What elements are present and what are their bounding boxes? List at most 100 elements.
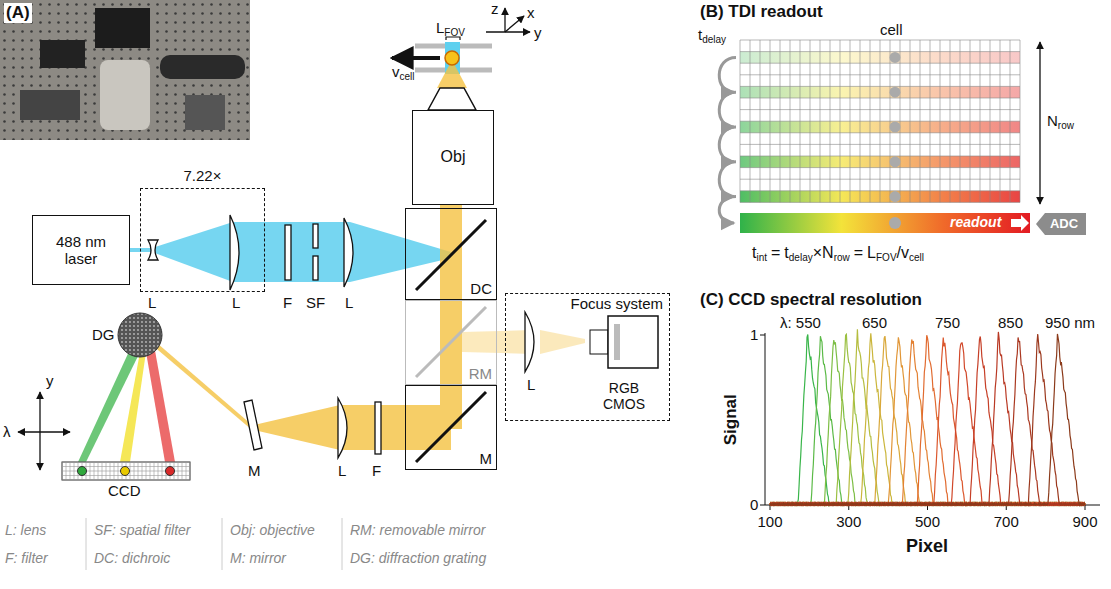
legend-separator	[86, 518, 342, 570]
illustration-stroke	[233, 222, 350, 282]
camera-sensor	[614, 324, 620, 360]
removable-mirror-box: RM	[405, 300, 497, 385]
illustration-stroke	[62, 462, 190, 480]
illustration-stroke	[719, 162, 736, 197]
illustration-stroke	[740, 179, 1020, 180]
part-label: λ: 550	[780, 314, 821, 331]
abbreviation-key: Obj: objective	[230, 522, 315, 538]
symbol-text: t	[698, 26, 702, 43]
camera-body	[586, 310, 662, 372]
cell-dot	[889, 217, 901, 229]
panel-title: (C) CCD spectral resolution	[700, 290, 922, 310]
node-text: Obj	[441, 148, 466, 166]
illustration-stroke	[344, 218, 353, 287]
tick-label: 1	[750, 326, 758, 343]
illustration-stroke	[740, 86, 1020, 87]
illustration-stroke	[504, 8, 505, 32]
tick-label: 500	[915, 513, 940, 530]
readout-register	[740, 213, 1030, 233]
symbol-text: v	[901, 244, 909, 262]
illustration-stroke	[121, 467, 130, 476]
part-label: L	[232, 294, 240, 311]
tick-label: 700	[994, 513, 1019, 530]
illustration-stroke	[890, 191, 901, 202]
illustration-stroke	[160, 55, 245, 79]
node-text: ADC	[1050, 217, 1078, 232]
illustration-stroke	[740, 98, 1020, 99]
part-label: x	[527, 4, 535, 21]
part-label: M	[248, 462, 261, 479]
symbol-text: t	[784, 244, 788, 262]
illustration-stroke	[770, 335, 1085, 505]
abbreviation-key: DG: diffraction grating	[350, 550, 486, 566]
illustration-stroke	[486, 31, 530, 32]
panel-title: (B) TDI readout	[700, 2, 823, 22]
part-label: readout	[950, 214, 1001, 230]
symbol-text: =	[771, 244, 780, 262]
illustration-stroke	[770, 334, 1085, 505]
dispersed-rays	[78, 345, 175, 462]
illustration-stroke	[740, 51, 1020, 52]
illustration-stroke	[770, 340, 1085, 505]
illustration-stroke	[770, 336, 1085, 505]
node-text: RM	[469, 365, 492, 382]
illustration-stroke	[86, 518, 87, 570]
velocity-label: vcell	[392, 63, 415, 80]
illustration-stroke	[740, 132, 1020, 133]
illustration-stroke	[770, 329, 1085, 505]
illustration-stroke	[152, 222, 233, 282]
illustration-stroke	[95, 8, 150, 48]
nrow-arrow	[1039, 42, 1040, 204]
illustration-stroke	[719, 127, 736, 162]
part-label: F	[283, 294, 292, 311]
slit-mirror	[244, 400, 262, 450]
tick-label: 300	[836, 513, 861, 530]
illustration-stroke	[78, 467, 87, 476]
node-text: DC	[470, 280, 492, 297]
camera: RGB CMOS	[586, 310, 662, 414]
illustration-stroke	[770, 505, 771, 510]
illustration-stroke	[740, 121, 1020, 122]
beam-expander: 7.22×	[140, 188, 265, 292]
symbol-text: t	[752, 244, 756, 262]
integration-formula: tint=tdelay×Nrow=LFOV/vcell	[752, 244, 924, 262]
symbol-text: /	[897, 244, 901, 262]
part-label: DG	[92, 326, 115, 343]
camera-housing	[608, 316, 658, 368]
node-text: Focus system	[570, 295, 663, 312]
illustration-stroke	[440, 205, 462, 429]
abbreviation-key: DC: dichroic	[94, 550, 170, 566]
fold-mirror	[416, 392, 486, 462]
illustration-stroke	[62, 480, 190, 481]
laser-box: 488 nm laser	[32, 215, 130, 285]
illustration-stroke	[540, 330, 585, 354]
part-label: 850	[998, 314, 1023, 331]
focus-beam	[462, 330, 585, 354]
subscript: int	[756, 252, 767, 264]
part-label: L	[338, 462, 346, 479]
illustration-stroke	[770, 333, 1085, 505]
illustration-stroke	[350, 222, 451, 282]
illustration-stroke	[719, 197, 736, 223]
illustration-stroke	[740, 63, 1020, 64]
illustration-stroke	[740, 167, 1020, 168]
part-label: y	[46, 372, 54, 389]
mirror-box: M	[405, 385, 497, 470]
part-label: 950 nm	[1045, 314, 1095, 331]
illustration-stroke	[740, 144, 1020, 145]
diffraction-grating	[118, 313, 162, 357]
illustration-stroke	[130, 248, 152, 252]
illustration-stroke	[740, 40, 1020, 41]
symbol-text: v	[392, 63, 400, 80]
illustration-stroke	[313, 224, 318, 248]
illustration-stroke	[462, 330, 532, 354]
spectral-plot	[760, 329, 1100, 510]
illustration-stroke	[20, 90, 80, 120]
part-label: cell	[880, 21, 903, 38]
illustration-stroke	[770, 337, 1085, 505]
adc-box: ADC	[1036, 213, 1086, 235]
readout-arrow	[1011, 215, 1029, 231]
illustration-stroke	[890, 87, 901, 98]
illustration-stroke	[146, 345, 175, 462]
